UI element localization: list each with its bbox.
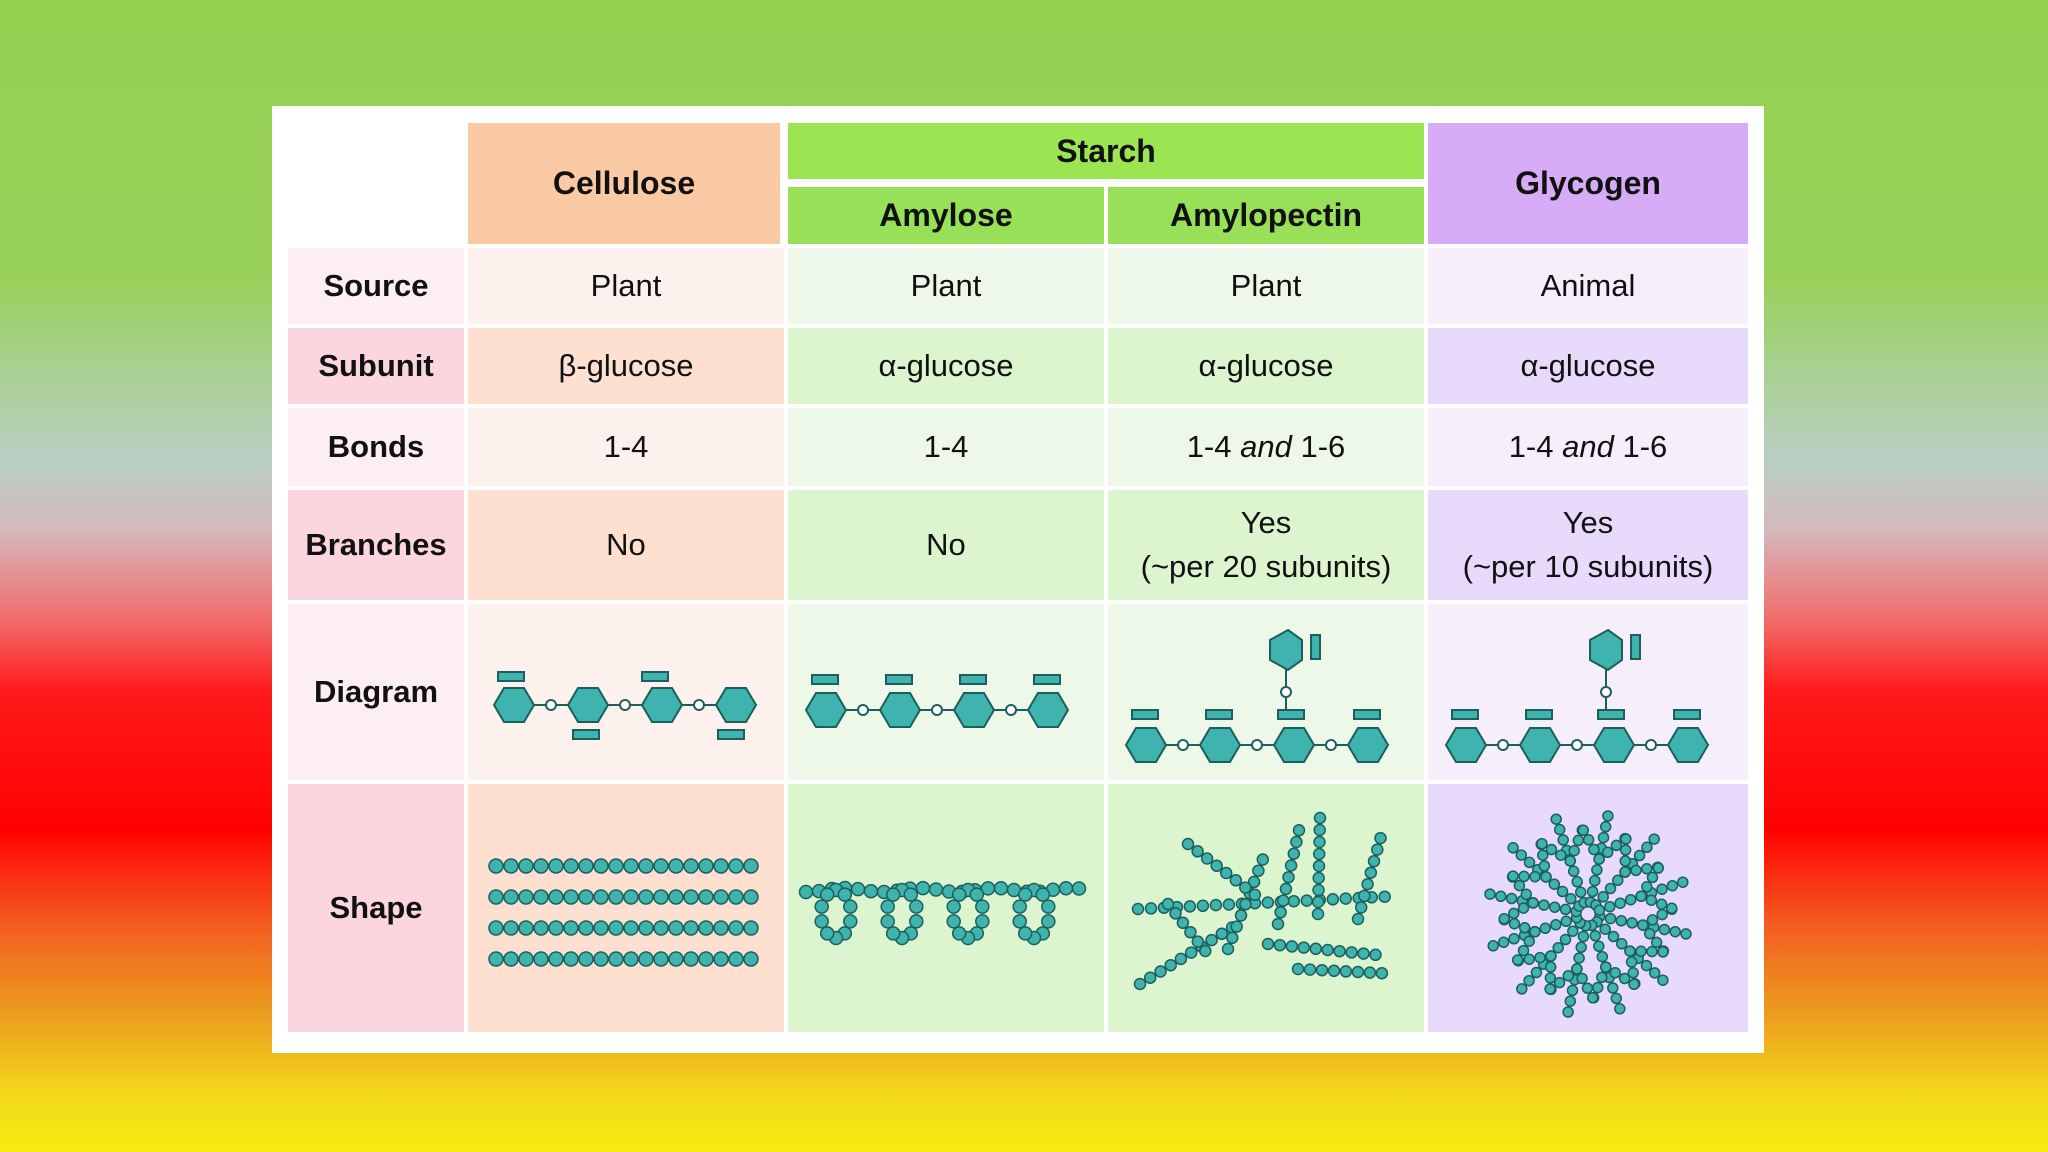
row-label-diagram: Diagram	[288, 604, 464, 780]
amylose-diagram	[804, 674, 1070, 728]
header-starch: Starch	[788, 123, 1424, 179]
header-amylose: Amylose	[788, 187, 1104, 244]
subunit-amylose: α-glucose	[788, 328, 1104, 404]
row-label-subunit: Subunit	[288, 328, 464, 404]
branches-cellulose: No	[468, 490, 784, 600]
bond-type-b: 1-6	[1622, 429, 1668, 464]
row-label-branches: Branches	[288, 490, 464, 600]
diagram-amylopectin	[1108, 604, 1424, 780]
header-cellulose: Cellulose	[468, 123, 780, 244]
bonds-cellulose: 1-4	[468, 408, 784, 486]
shape-amylose	[788, 784, 1104, 1032]
header-amylopectin: Amylopectin	[1108, 187, 1424, 244]
row-label-source: Source	[288, 248, 464, 324]
branches-line1: Yes	[1240, 505, 1292, 540]
header-glycogen: Glycogen	[1428, 123, 1748, 244]
branches-line2: (~per 10 subunits)	[1462, 549, 1714, 584]
bonds-amylopectin: 1-4 and 1-6	[1108, 408, 1424, 486]
glycogen-shape	[1484, 810, 1692, 1018]
diagram-cellulose	[468, 604, 784, 780]
subunit-glycogen: α-glucose	[1428, 328, 1748, 404]
shape-glycogen	[1428, 784, 1748, 1032]
bond-conjunction: and	[1562, 429, 1614, 464]
cellulose-diagram	[492, 671, 758, 740]
subunit-amylopectin: α-glucose	[1108, 328, 1424, 404]
source-glycogen: Animal	[1428, 248, 1748, 324]
bonds-glycogen: 1-4 and 1-6	[1428, 408, 1748, 486]
bond-type-a: 1-4	[1186, 429, 1232, 464]
branches-glycogen: Yes (~per 10 subunits)	[1428, 490, 1748, 600]
row-label-shape: Shape	[288, 784, 464, 1032]
shape-cellulose	[468, 784, 784, 1032]
diagram-glycogen	[1428, 604, 1748, 780]
amylose-shape	[798, 880, 1087, 946]
source-cellulose: Plant	[468, 248, 784, 324]
branches-line1: Yes	[1562, 505, 1614, 540]
glycogen-diagram	[1444, 628, 1710, 763]
bond-type-a: 1-4	[1508, 429, 1554, 464]
diagram-amylose	[788, 604, 1104, 780]
bond-type-b: 1-6	[1300, 429, 1346, 464]
source-amylose: Plant	[788, 248, 1104, 324]
bonds-amylose: 1-4	[788, 408, 1104, 486]
shape-amylopectin	[1108, 784, 1424, 1032]
branches-amylopectin: Yes (~per 20 subunits)	[1108, 490, 1424, 600]
source-amylopectin: Plant	[1108, 248, 1424, 324]
polysaccharide-comparison-table: Cellulose Starch Amylose Amylopectin Gly…	[272, 106, 1764, 1053]
branches-line2: (~per 20 subunits)	[1140, 549, 1392, 584]
subunit-cellulose: β-glucose	[468, 328, 784, 404]
cellulose-shape	[488, 858, 759, 967]
bond-conjunction: and	[1240, 429, 1292, 464]
row-label-bonds: Bonds	[288, 408, 464, 486]
amylopectin-diagram	[1124, 628, 1390, 763]
branches-amylose: No	[788, 490, 1104, 600]
amylopectin-shape	[1131, 811, 1391, 991]
